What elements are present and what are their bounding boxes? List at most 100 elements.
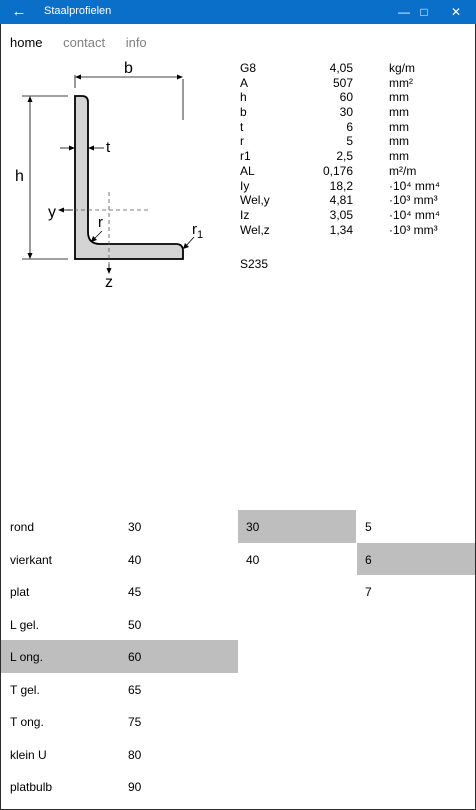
close-button[interactable]: ✕ (436, 0, 476, 24)
dim-t: t (106, 139, 111, 156)
category-name: L gel. (10, 617, 39, 632)
category-name: vierkant (10, 552, 53, 567)
radius-r-label: r (98, 214, 103, 231)
category-item[interactable]: L ong. 60 (1, 640, 238, 673)
property-unit: ·10⁴ mm⁴ (389, 207, 440, 222)
property-row: Wel,z 1,34 ·10³ mm³ (240, 223, 470, 238)
maximize-button[interactable]: □ (404, 0, 444, 24)
property-row: b 30 mm (240, 105, 470, 120)
minimize-button[interactable]: — (384, 0, 424, 24)
thickness-value: 7 (365, 585, 372, 599)
property-name: Iy (240, 178, 250, 193)
category-name: rond (10, 520, 35, 534)
arrow-left-icon: ← (11, 3, 27, 20)
category-value: 90 (128, 780, 142, 794)
property-name: r1 (240, 149, 251, 164)
window-title: Staalprofielen (44, 5, 112, 17)
size-item[interactable]: 40 (238, 543, 356, 576)
property-unit: ·10⁴ mm⁴ (389, 178, 440, 193)
category-value: 40 (128, 552, 142, 567)
category-value: 50 (128, 617, 142, 632)
nav-contact[interactable]: contact (63, 35, 106, 50)
property-row: Wel,y 4,81 ·10³ mm³ (240, 193, 470, 208)
size-value: 40 (246, 552, 260, 567)
thickness-item[interactable]: 7 (357, 575, 475, 608)
property-row: A 507 mm² (240, 76, 470, 91)
property-unit: mm (389, 119, 409, 134)
property-unit: mm (389, 149, 409, 164)
back-button[interactable]: ← (10, 3, 28, 21)
property-name: t (240, 119, 244, 134)
category-item[interactable]: T gel. 65 (1, 673, 238, 706)
size-value: 30 (246, 520, 260, 534)
category-item[interactable]: plat 45 (1, 575, 238, 608)
profile-diagram: b h t y z r r1 (15, 60, 203, 291)
property-unit: mm (389, 105, 409, 120)
title-bar: ← Staalprofielen — □ ✕ (0, 0, 476, 24)
property-unit: ·10³ mm³ (389, 193, 438, 208)
property-value: 2,5 (336, 149, 353, 164)
maximize-icon: □ (420, 5, 428, 19)
nav-home[interactable]: home (10, 35, 43, 50)
property-unit: ·10³ mm³ (389, 222, 438, 237)
property-name: Iz (240, 207, 250, 222)
property-value: 507 (332, 75, 353, 90)
thickness-item[interactable]: 6 (357, 542, 475, 575)
property-value: 4,81 (329, 193, 353, 208)
category-value: 80 (128, 747, 142, 762)
close-icon: ✕ (450, 5, 462, 19)
property-unit: kg/m (389, 61, 416, 75)
category-item[interactable]: vierkant 40 (1, 543, 238, 576)
axis-z-label: z (105, 274, 113, 291)
category-value: 75 (128, 715, 142, 729)
property-row: G8 4,05 kg/m (240, 61, 470, 76)
category-value: 65 (128, 682, 142, 697)
property-name: Wel,z (240, 222, 270, 237)
category-value: 30 (128, 520, 142, 534)
property-unit: m²/m (389, 163, 417, 178)
property-value: 18,2 (329, 178, 353, 193)
thickness-item[interactable]: 5 (357, 510, 475, 543)
category-item[interactable]: T ong. 75 (1, 705, 238, 738)
category-item[interactable]: platbulb 90 (1, 770, 238, 803)
category-item[interactable]: L gel. 50 (1, 608, 238, 641)
property-row: r1 2,5 mm (240, 149, 470, 164)
category-name: T gel. (10, 682, 40, 697)
thickness-value: 6 (365, 552, 372, 567)
category-value: 45 (128, 585, 142, 599)
property-name: r (240, 134, 244, 149)
radius-r1-label: r1 (192, 221, 203, 241)
property-name: b (240, 105, 247, 120)
thickness-value: 5 (365, 520, 372, 534)
property-value: 1,34 (329, 222, 353, 237)
property-name: Wel,y (240, 193, 270, 208)
property-value: 6 (346, 119, 353, 134)
property-unit: mm (389, 134, 409, 149)
category-value: 60 (128, 650, 142, 664)
property-row: t 6 mm (240, 120, 470, 135)
property-value: 0,176 (322, 163, 353, 178)
category-item[interactable]: rond 30 (1, 510, 238, 543)
nav-info[interactable]: info (125, 35, 147, 50)
property-value: 4,05 (329, 61, 353, 75)
property-value: 60 (339, 90, 353, 105)
property-name: h (240, 90, 247, 105)
property-unit: mm² (389, 75, 413, 90)
size-item[interactable]: 30 (238, 510, 356, 543)
property-name: A (240, 75, 249, 90)
category-name: T ong. (10, 715, 44, 729)
property-name: G8 (240, 61, 257, 75)
property-value: 5 (346, 134, 353, 149)
property-value: 30 (339, 105, 353, 120)
category-name: plat (10, 585, 30, 599)
axis-y-label: y (48, 204, 56, 221)
category-name: L ong. (10, 650, 43, 664)
category-name: platbulb (10, 780, 53, 794)
steel-grade: S235 (240, 257, 269, 271)
property-row: r 5 mm (240, 134, 470, 149)
